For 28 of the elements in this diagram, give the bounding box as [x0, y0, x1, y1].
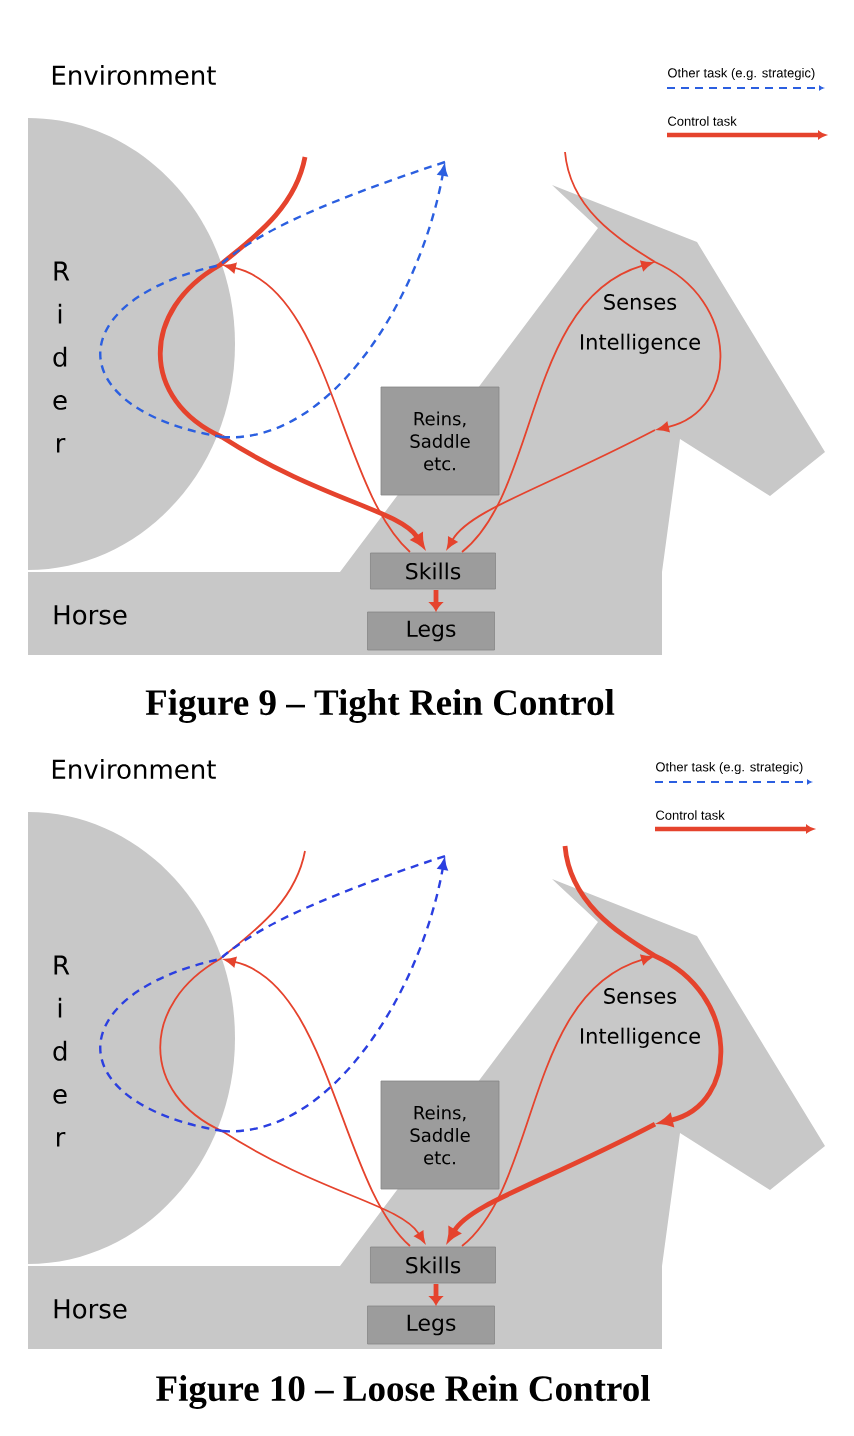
- heading: Environment: [52, 758, 216, 780]
- arrow: [224, 956, 411, 1247]
- legend-label: Control task: [668, 116, 737, 126]
- dashed-curved-line: [99, 160, 446, 439]
- arrow: [429, 590, 443, 611]
- dashed-curved-line: [99, 854, 446, 1133]
- legs-box: Legs: [367, 611, 495, 651]
- heading: Environment: [52, 64, 216, 86]
- legend-label: Other task (e.g. strategic): [668, 67, 815, 81]
- figure-caption: Figure 10 – Loose Rein Control: [156, 1375, 650, 1409]
- arrow: [564, 151, 722, 433]
- label-text: Senses Intelligence: [581, 988, 700, 1048]
- dashed-arrow: [221, 859, 448, 1133]
- legend-label: Other task (e.g. strategic): [656, 761, 803, 775]
- curved-line: [157, 156, 308, 440]
- dashed-arrow: [221, 165, 448, 439]
- label-text: Senses Intelligence: [581, 294, 700, 354]
- skills-box: Skills: [370, 1246, 496, 1284]
- arrow: [562, 845, 724, 1127]
- skills-box: Skills: [370, 552, 496, 590]
- figure-caption: Figure 9 – Tight Rein Control: [145, 689, 615, 723]
- arrow: [446, 429, 656, 550]
- curved-line: [159, 850, 306, 1132]
- legs-box: Legs: [367, 1305, 495, 1345]
- arrow: [461, 260, 653, 553]
- arrow: [429, 1284, 443, 1305]
- arrow: [221, 1130, 426, 1244]
- legend-label: Control task: [656, 810, 725, 820]
